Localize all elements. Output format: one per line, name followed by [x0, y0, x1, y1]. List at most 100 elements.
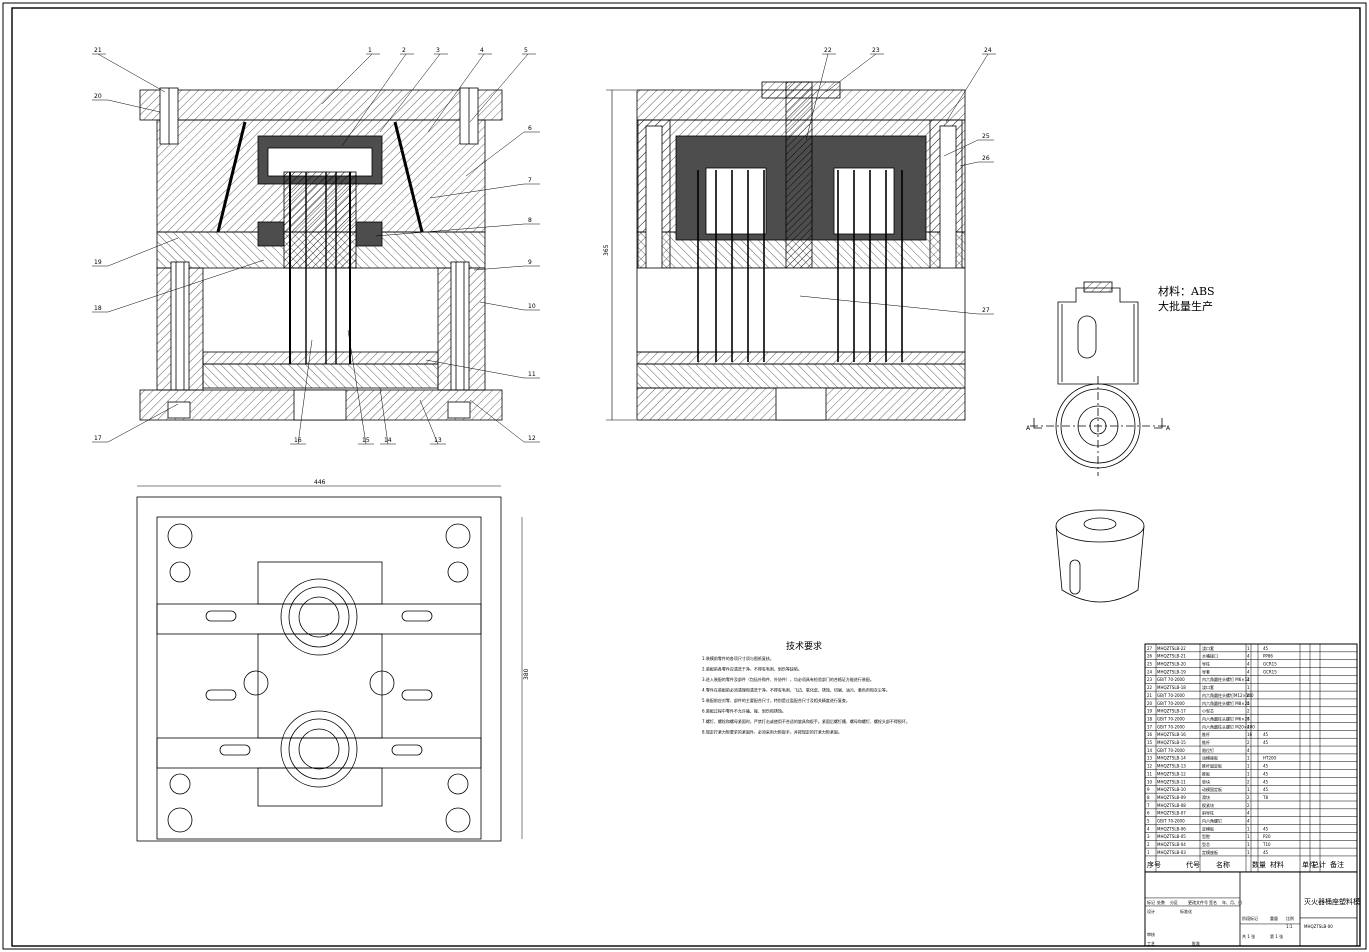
stage-mark: 阶段标记 [1242, 915, 1258, 921]
revision-header: 年、月、日 [1222, 899, 1242, 905]
bom-cell: 4 [1247, 654, 1250, 659]
side-section-view [606, 81, 966, 421]
bom-cell: 1 [1247, 842, 1250, 847]
bom-cell: MHQZTSLB-05 [1157, 834, 1186, 839]
bom-cell: 1 [1247, 764, 1250, 769]
bom-cell: 4 [1247, 811, 1250, 816]
section-mark-right: A [1166, 425, 1171, 432]
bom-cell: 4 [1247, 669, 1250, 674]
balloon-label: 23 [872, 47, 880, 54]
tech-req-line: 2.装配前各零件应清洗干净，不得有毛刺、划伤等缺陷。 [702, 666, 802, 672]
bom-cell: 4 [1247, 819, 1250, 824]
bom-cell: 内六角圆柱头螺钉 M6×12 [1202, 676, 1250, 682]
right-slide [355, 221, 383, 247]
bom-header-cell: 材料 [1270, 860, 1284, 869]
bom-cell: 浇口套 [1202, 684, 1214, 690]
bom-cell: 2 [1247, 740, 1250, 745]
balloon-label: 17 [94, 435, 102, 442]
balloon-label: 16 [294, 437, 302, 444]
bom-cell: 2 [1247, 709, 1250, 714]
bom-cell: 3 [1147, 834, 1150, 839]
scale-value: 1:1 [1286, 924, 1293, 929]
bom-cell: 动模固定板 [1202, 786, 1222, 792]
bom-cell: 2 [1247, 803, 1250, 808]
balloon-label: 3 [436, 47, 440, 54]
bom-cell: 8 [1147, 795, 1150, 800]
bom-cell: MHQZTSLB-22 [1157, 646, 1186, 651]
bom-cell: 2 [1147, 842, 1150, 847]
bom-cell: GB/T 70-2000 [1157, 724, 1185, 729]
bom-cell: MHQZTSLB-06 [1157, 826, 1186, 831]
balloon-label: 25 [982, 133, 990, 140]
weight-label: 重量 [1270, 915, 1278, 921]
bom-cell: 定模座板 [1202, 849, 1218, 855]
bom-cell: 4 [1247, 662, 1250, 667]
balloon-label: 20 [94, 93, 102, 100]
bom-cell: 7 [1147, 803, 1150, 808]
plan-view [136, 485, 523, 842]
balloon-label: 9 [528, 259, 532, 266]
balloon-label: 7 [528, 177, 532, 184]
bom-cell: 浇口套 [1202, 645, 1214, 651]
tech-req-line: 6.装配过程中零件不允许磕、碰、划伤和锈蚀。 [702, 708, 786, 714]
bom-cell: 45 [1263, 646, 1269, 651]
tech-req-line: 3.进入装配的零件及部件（包括外购件、外协件），均必须具有检验部门的合格证方能进… [702, 676, 874, 682]
bom-cell: 2 [1247, 779, 1250, 784]
bom-cell: GB/T 70-2000 [1157, 716, 1185, 721]
bom-cell: 11 [1147, 771, 1153, 776]
main-section-view [139, 87, 503, 421]
title-block: 灭火器桶座塑料模MHQZTSLB-00阶段标记重量比例1:1共 1 张第 1 张… [1144, 871, 1360, 947]
bom-cell: 45 [1263, 764, 1269, 769]
revision-header: 分区 [1170, 899, 1178, 905]
bom-cell: 楔紧块 [1202, 802, 1214, 808]
bom-cell: 24 [1147, 669, 1153, 674]
bom-cell: 45 [1263, 740, 1269, 745]
part-front-section [1057, 281, 1139, 385]
bom-cell: 1 [1247, 787, 1250, 792]
bom-header-cell: 名称 [1216, 860, 1230, 869]
section-mark-left: A [1026, 425, 1031, 432]
balloon-label: 27 [982, 307, 990, 314]
bom-cell: 6 [1147, 811, 1150, 816]
bom-cell: 4 [1247, 724, 1250, 729]
bom-cell: 推板 [1202, 770, 1210, 776]
bom-cell: 17 [1147, 724, 1153, 729]
bom-cell: GB/T 70-2000 [1157, 701, 1185, 706]
approval-label: 审核 [1147, 931, 1155, 937]
bom-cell: MHQZTSLB-12 [1157, 771, 1186, 776]
balloon-label: 21 [94, 47, 102, 54]
material-line-1: 材料：ABS [1158, 284, 1215, 298]
bom-cell: 内六角圆柱头螺钉 M8×25 [1202, 700, 1250, 706]
bom-cell: 内六角螺钉 [1202, 818, 1222, 824]
bom-cell: 5 [1147, 819, 1150, 824]
bom-cell: 4 [1247, 701, 1250, 706]
bom-cell: 内六角圆柱头螺钉M12×140 [1202, 692, 1254, 698]
top-clamp-plate [139, 89, 503, 121]
bom-cell: 45 [1263, 787, 1269, 792]
bom-cell: 1 [1247, 826, 1250, 831]
bom-header-cell: 数量 [1252, 860, 1266, 869]
bom-cell: GB/T 70-2000 [1157, 748, 1185, 753]
bom-cell: 动模座板 [1202, 755, 1218, 761]
balloon-label: 18 [94, 305, 102, 312]
scale-label: 比例 [1286, 915, 1294, 921]
bom-cell: MHQZTSLB-04 [1157, 842, 1186, 847]
drawing-name: 灭火器桶座塑料模 [1304, 897, 1360, 906]
approval-label: 标准化 [1180, 908, 1192, 914]
revision-header: 签名 [1209, 899, 1217, 905]
bom-cell: MHQZTSLB-07 [1157, 811, 1186, 816]
bom-cell: MHQZTSLB-18 [1157, 685, 1186, 690]
bom-cell: 9 [1147, 787, 1150, 792]
bom-cell: GCR15 [1263, 669, 1277, 674]
bom-cell: T10 [1262, 842, 1271, 847]
bom-cell: MHQZTSLB-09 [1157, 795, 1186, 800]
bom-cell: 斜导柱 [1202, 810, 1214, 816]
approval-label: 工艺 [1147, 941, 1155, 946]
material-line-2: 大批量生产 [1158, 299, 1213, 313]
bom-cell: 25 [1147, 662, 1153, 667]
bom-cell: 12 [1147, 764, 1153, 769]
bom-header-cell: 序号 [1147, 860, 1161, 869]
bom-cell: MHQZTSLB-15 [1157, 740, 1186, 745]
